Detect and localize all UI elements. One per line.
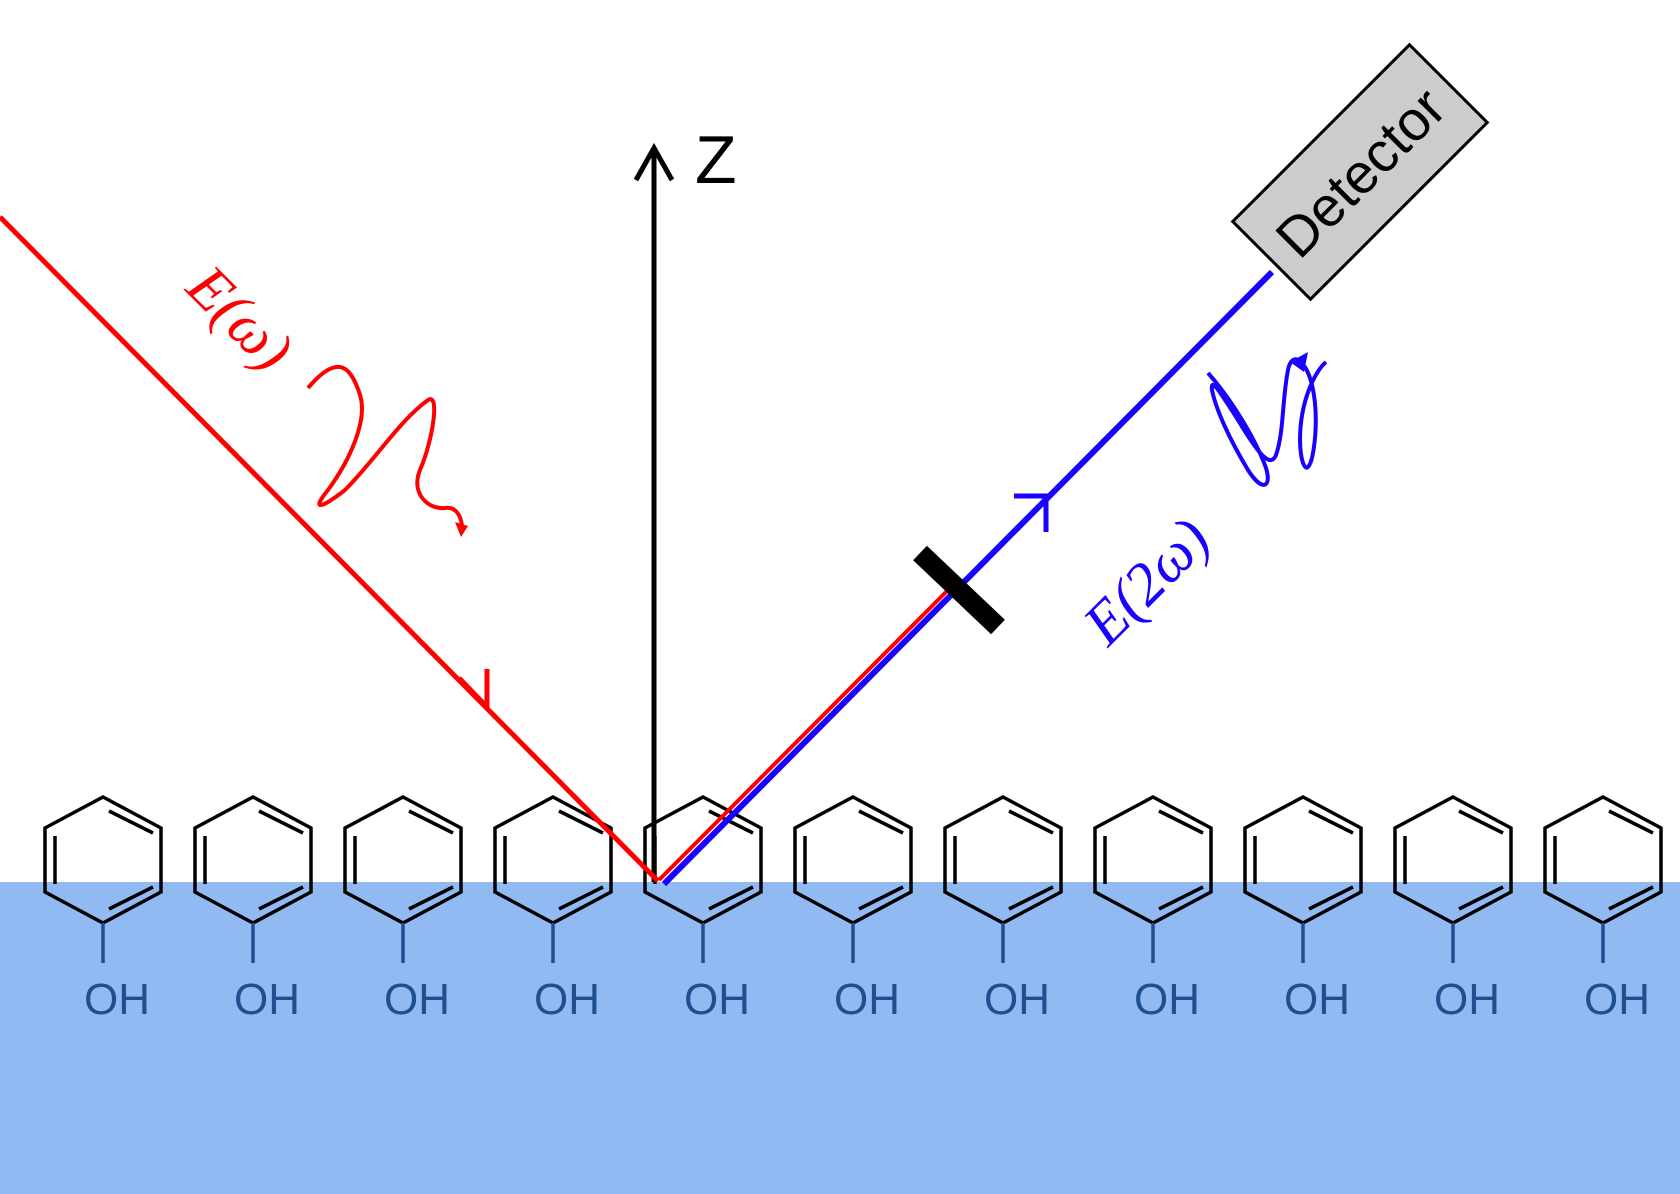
double-bond (1458, 809, 1504, 835)
double-bond (1308, 809, 1354, 835)
detector: Detector (1230, 42, 1490, 302)
double-bond (858, 809, 904, 835)
double-bond (558, 885, 604, 911)
phenol-molecule: OH (193, 795, 313, 1024)
double-bond (108, 809, 154, 835)
phenol-molecule: OH (1243, 795, 1363, 1024)
double-bond (408, 809, 454, 835)
double-bond (1608, 809, 1654, 835)
oh-label: OH (1584, 975, 1650, 1024)
reflected-beam (657, 269, 1275, 887)
double-bond (1158, 809, 1204, 835)
sfg-beam-label: E(2ω) (1070, 505, 1223, 658)
phenol-molecule: OH (1393, 795, 1513, 1024)
oh-label: OH (1434, 975, 1500, 1024)
incident-wave (306, 364, 464, 529)
double-bond (1308, 885, 1354, 911)
incident-beam: E(ω) (0, 215, 660, 883)
oh-label: OH (834, 975, 900, 1024)
double-bond (708, 809, 754, 835)
double-bond (108, 885, 154, 911)
z-axis: Z (633, 122, 737, 882)
double-bond (858, 885, 904, 911)
double-bond (558, 809, 604, 835)
water-layer (0, 882, 1680, 1194)
filter-block (913, 545, 1005, 635)
oh-label: OH (234, 975, 300, 1024)
sfg-wave (1206, 357, 1328, 487)
phenol-molecule: OH (493, 795, 613, 1024)
double-bond (258, 809, 304, 835)
oh-label: OH (84, 975, 150, 1024)
double-bond (1008, 809, 1054, 835)
oh-label: OH (984, 975, 1050, 1024)
phenol-molecule: OH (793, 795, 913, 1024)
phenol-molecule: OH (1543, 795, 1663, 1024)
oh-label: OH (534, 975, 600, 1024)
phenol-molecule: OH (343, 795, 463, 1024)
oh-label: OH (1284, 975, 1350, 1024)
double-bond (408, 885, 454, 911)
sfg-wave-group: E(2ω) (1070, 352, 1328, 658)
double-bond (1608, 885, 1654, 911)
phenol-row: OH OH OH OH OH OH OH OH OH OH OH (43, 795, 1663, 1024)
incident-beam-label: E(ω) (174, 252, 306, 384)
phenol-molecule: OH (43, 795, 163, 1024)
double-bond (1458, 885, 1504, 911)
phenol-molecule: OH (943, 795, 1063, 1024)
oh-label: OH (384, 975, 450, 1024)
phenol-molecule: OH (1093, 795, 1213, 1024)
double-bond (1158, 885, 1204, 911)
double-bond (1008, 885, 1054, 911)
oh-label: OH (1134, 975, 1200, 1024)
double-bond (708, 885, 754, 911)
oh-label: OH (684, 975, 750, 1024)
z-axis-label: Z (695, 122, 737, 198)
double-bond (258, 885, 304, 911)
